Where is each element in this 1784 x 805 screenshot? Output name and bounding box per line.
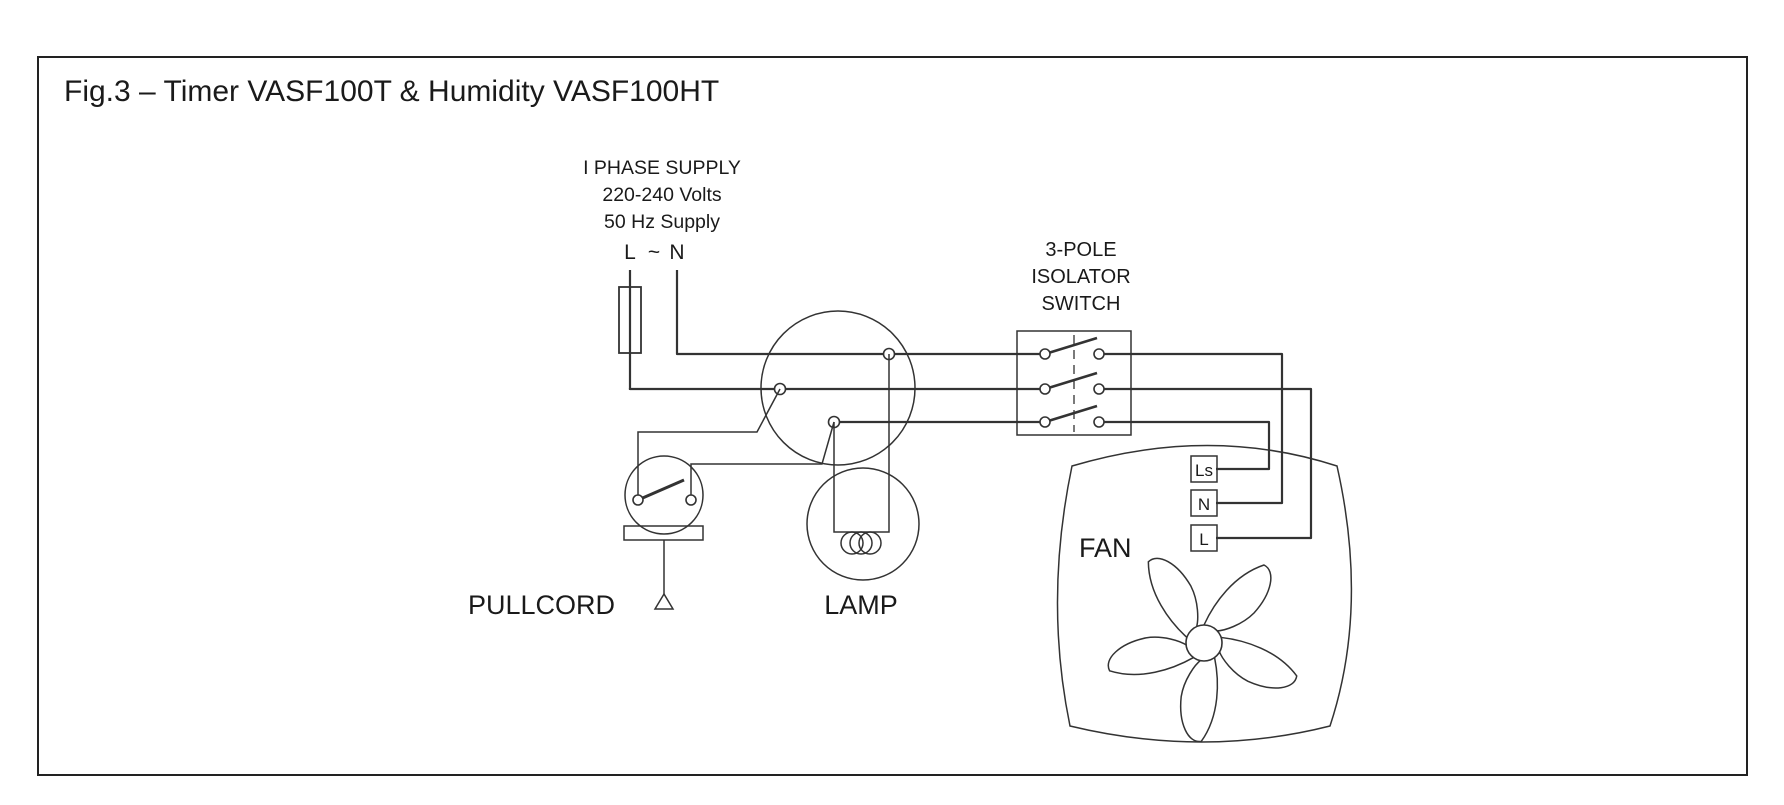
isolator-line-1: 3-POLE: [1045, 239, 1116, 261]
junction-box: [760, 310, 916, 466]
supply-wiring: [628, 270, 1045, 424]
supply-tilde: ~: [648, 241, 660, 264]
isolator-label: 3-POLE ISOLATOR SWITCH: [1031, 239, 1130, 315]
figure-title: Fig.3 – Timer VASF100T & Humidity VASF10…: [64, 75, 719, 108]
fan-label: FAN: [1079, 533, 1132, 563]
figure-frame: [37, 56, 1748, 776]
fan-housing: [1056, 444, 1353, 743]
isolator-switch-icon: [1016, 330, 1132, 436]
fan-wiring: [1104, 352, 1313, 540]
fan-impeller-icon: [1107, 557, 1298, 743]
supply-live-label: L: [624, 241, 636, 264]
isolator-line-2: ISOLATOR: [1031, 266, 1130, 288]
fan-terminal-ls: [1190, 455, 1218, 483]
fan-terminal-block: Ls N L: [1190, 455, 1218, 552]
lamp-label: LAMP: [824, 590, 898, 620]
fan-terminal-ls-label: Ls: [1195, 461, 1213, 480]
supply-label: I PHASE SUPPLY 220-240 Volts 50 Hz Suppl…: [583, 157, 741, 233]
fan-terminal-n: [1190, 489, 1218, 517]
supply-neutral-label: N: [669, 241, 684, 264]
lamp-icon: [806, 354, 920, 581]
fan-terminal-l-label: L: [1199, 530, 1208, 549]
pullcord-label: PULLCORD: [468, 590, 615, 620]
supply-line-3: 50 Hz Supply: [604, 211, 720, 233]
supply-line-1: I PHASE SUPPLY: [583, 157, 741, 179]
fuse-icon: [618, 270, 642, 390]
isolator-line-3: SWITCH: [1042, 293, 1121, 315]
supply-line-2: 220-240 Volts: [602, 184, 722, 206]
fan-terminal-n-label: N: [1198, 495, 1210, 514]
pullcord-switch-icon: [623, 388, 835, 610]
fan-terminal-l: [1190, 524, 1218, 552]
